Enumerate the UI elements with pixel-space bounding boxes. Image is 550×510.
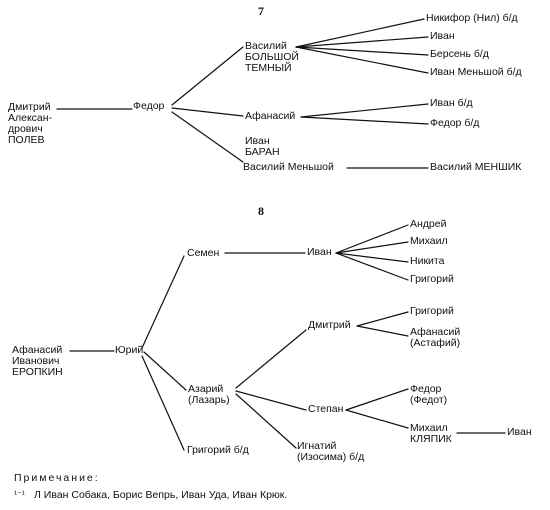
- person-line: (Лазарь): [188, 394, 230, 406]
- person-mikhail-klyapik: Михаил КЛЯПИК: [410, 423, 452, 445]
- person-ignatiy: Игнатий (Изосима) б/д: [297, 441, 364, 463]
- connector-ivan-andrey: [335, 224, 409, 254]
- connector-fedor-ivan-vasiliy: [171, 111, 244, 163]
- person-line: Федор: [410, 383, 442, 395]
- tree-7-number: 7: [258, 4, 264, 18]
- person-azariy: Азарий (Лазарь): [188, 384, 230, 406]
- connector-stepan-fedor: [345, 388, 409, 411]
- connector-vasiliy-ivan-menshoy: [295, 46, 429, 74]
- connector-yuriy-grigoriy-bd: [141, 355, 185, 451]
- person-ivan-end: Иван: [507, 426, 532, 438]
- person-bersen: Берсень б/д: [430, 48, 489, 60]
- connector-fedor-vasiliy: [171, 46, 244, 106]
- person-line: дрович: [8, 123, 43, 135]
- person-ivan: Иван: [430, 30, 455, 42]
- connector-yuriy-semen: [141, 255, 185, 349]
- person-dmitriy-root: Дмитрий Алексан- дрович ПОЛЕВ: [8, 102, 52, 146]
- connector-yuriy-azariy: [143, 351, 187, 391]
- person-line: БОЛЬШОЙ: [245, 51, 299, 63]
- note-title: Примечание:: [14, 472, 100, 484]
- person-line: Игнатий: [297, 440, 337, 452]
- connector-azariy-stepan: [235, 390, 307, 411]
- person-line: Азарий: [188, 383, 224, 395]
- person-stepan: Степан: [308, 403, 344, 415]
- person-line: ТЕМНЫЙ: [245, 62, 292, 74]
- person-vasiliy-menshik: Василий МЕНШИК: [430, 161, 522, 173]
- person-afanasiy: Афанасий: [245, 110, 296, 122]
- person-semen: Семен: [187, 247, 220, 259]
- note-marker: ¹⁻¹: [14, 489, 25, 499]
- person-vasiliy-bolshoy: Василий БОЛЬШОЙ ТЕМНЫЙ: [245, 41, 299, 74]
- connector-dmitriy-grigoriy: [356, 311, 409, 327]
- person-afanasiy-eropkin: Афанасий Иванович ЕРОПКИН: [12, 345, 63, 378]
- person-fedor: Федор: [133, 100, 165, 112]
- person-fedor-fedot: Федор (Федот): [410, 384, 447, 406]
- person-line: (Федот): [410, 394, 448, 406]
- person-line: Иванович: [12, 355, 60, 367]
- person-dmitriy: Дмитрий: [308, 319, 351, 331]
- person-line: БАРАН: [245, 146, 280, 158]
- connector-stepan-mikhail: [345, 409, 409, 429]
- connector-afanasiy-ivan-bd: [300, 103, 429, 118]
- person-mikhail: Михаил: [410, 235, 448, 247]
- person-line: Михаил: [410, 422, 448, 434]
- tree-8-number: 8: [258, 204, 264, 218]
- person-vasiliy-menshoy: Василий Меньшой: [243, 161, 334, 173]
- person-ivan-baran: Иван БАРАН: [245, 136, 280, 158]
- person-nikita: Никита: [410, 255, 445, 267]
- person-ivan-bd: Иван б/д: [430, 97, 473, 109]
- person-line: Дмитрий: [8, 101, 51, 113]
- person-andrey: Андрей: [410, 218, 447, 230]
- person-line: Афанасий: [12, 344, 63, 356]
- person-line: Афанасий: [410, 326, 461, 338]
- person-line: ПОЛЕВ: [8, 134, 45, 146]
- person-fedor-bd: Федор б/д: [430, 117, 480, 129]
- connector-vasiliy-ivan: [295, 36, 429, 48]
- connector-afanasiy-fedor-bd: [300, 116, 429, 125]
- person-line: КЛЯПИК: [410, 433, 452, 445]
- connector-fedor-afanasiy: [171, 107, 244, 117]
- connector-ivan-mikhail: [335, 241, 409, 254]
- person-line: (Астафий): [410, 337, 461, 349]
- note-text: Л Иван Собака, Борис Вепрь, Иван Уда, Ив…: [34, 489, 288, 501]
- connector-ivan-nikita: [335, 252, 409, 263]
- connector-ivan-grigoriy: [335, 252, 409, 281]
- connector-dmitriy-afanasiy: [356, 325, 409, 337]
- person-line: Василий: [245, 40, 287, 52]
- person-yuriy: Юрий: [115, 344, 144, 356]
- person-line: Иван: [245, 135, 270, 147]
- connector-vasiliy-bersen: [295, 46, 429, 56]
- person-nikifor: Никифор (Нил) б/д: [426, 12, 518, 24]
- person-grigoriy-bd: Григорий б/д: [187, 444, 249, 456]
- person-ivan-menshoy: Иван Меньшой б/д: [430, 66, 522, 78]
- person-grigoriy-2: Григорий: [410, 305, 454, 317]
- connector-vasiliy-nikifor: [295, 18, 425, 48]
- person-line: ЕРОПКИН: [12, 366, 63, 378]
- person-line: (Изосима) б/д: [297, 451, 365, 463]
- person-line: Алексан-: [8, 112, 53, 124]
- connector-azariy-ignatiy: [235, 393, 297, 449]
- connector-azariy-dmitriy: [235, 329, 307, 389]
- person-ivan-son: Иван: [307, 246, 332, 258]
- person-grigoriy: Григорий: [410, 273, 454, 285]
- person-afanasiy-astafiy: Афанасий (Астафий): [410, 327, 460, 349]
